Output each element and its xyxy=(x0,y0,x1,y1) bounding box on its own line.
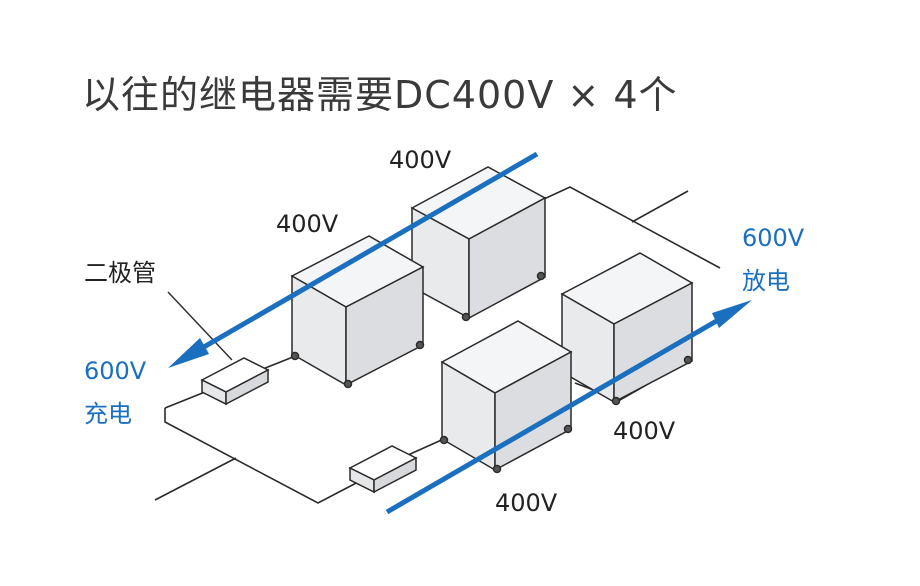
discharge-arrow-head xyxy=(712,300,752,328)
relay-box-bottom-left xyxy=(439,320,573,474)
relay-voltage-label-bottom-left: 400V xyxy=(495,489,558,517)
diode-upper xyxy=(200,357,270,406)
wire xyxy=(154,457,237,501)
diode-pointer xyxy=(167,291,233,361)
wire xyxy=(631,190,689,223)
charge-text-label: 充电 xyxy=(84,400,132,428)
charge-voltage-label: 600V xyxy=(84,357,147,385)
wire xyxy=(164,408,363,504)
relay-box-bottom-right xyxy=(560,252,694,406)
wire xyxy=(519,186,721,269)
relay-voltage-label-top-left: 400V xyxy=(276,210,339,238)
discharge-arrow-shaft xyxy=(385,309,734,515)
discharge-voltage-label: 600V xyxy=(742,224,805,252)
discharge-text-label: 放电 xyxy=(742,267,790,295)
relay-voltage-label-top-right: 400V xyxy=(389,146,452,174)
relay-box-top-right xyxy=(410,166,547,322)
relay-voltage-label-bottom-right: 400V xyxy=(613,417,676,445)
charge-arrow-head xyxy=(168,338,209,368)
diode-lower xyxy=(348,445,418,494)
diode-label: 二极管 xyxy=(84,259,156,287)
relay-box-top-left xyxy=(290,235,425,389)
diagram-title: 以往的继电器需要DC400V × 4个 xyxy=(82,73,678,117)
charge-arrow-shaft xyxy=(188,151,539,358)
wire xyxy=(407,437,447,456)
